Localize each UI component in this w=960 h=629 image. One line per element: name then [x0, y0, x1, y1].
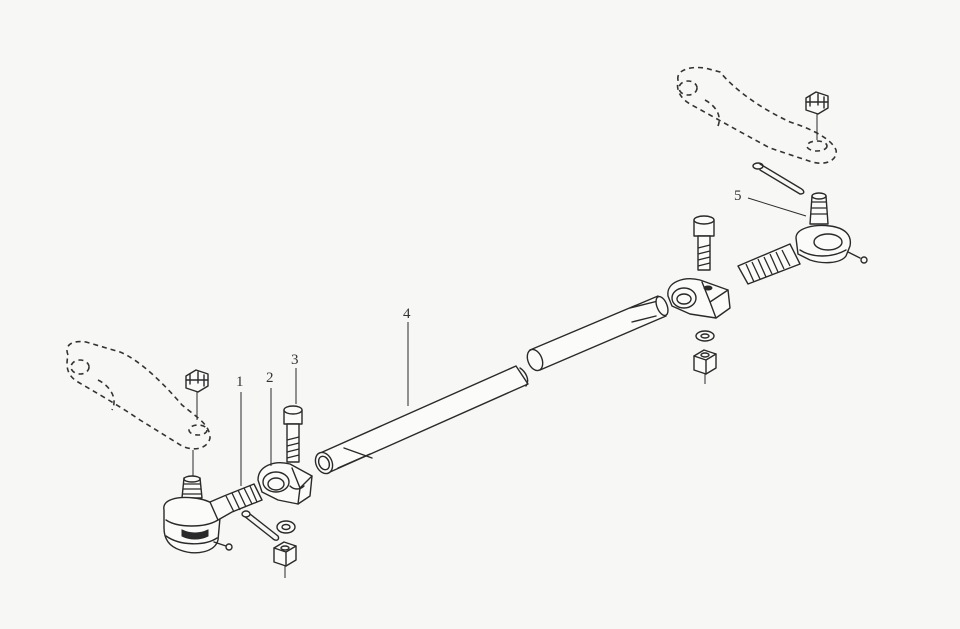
left-tie-rod-end [163, 450, 263, 554]
tie-rod-tube [314, 295, 669, 475]
left-clamp [257, 462, 313, 505]
left-washer [276, 520, 296, 534]
right-washer [695, 330, 715, 342]
left-nut [273, 541, 297, 578]
callout-5: 5 [734, 188, 742, 204]
right-nut [693, 349, 717, 384]
left-castle-nut [185, 369, 209, 420]
right-castle-nut [805, 91, 829, 140]
right-steering-arm-outline [676, 66, 837, 165]
left-cotter-pin [241, 510, 280, 541]
left-steering-arm-outline [66, 340, 211, 450]
callout-2: 2 [266, 370, 274, 386]
callout-4: 4 [403, 306, 411, 322]
callout-1: 1 [236, 374, 244, 390]
right-tie-rod-end [737, 192, 868, 285]
right-clamp [667, 278, 731, 319]
right-clamp-bolt [693, 215, 715, 271]
callout-3: 3 [291, 352, 299, 368]
callout-leaders [240, 197, 807, 486]
right-cotter-pin [752, 162, 805, 195]
left-clamp-bolt [283, 405, 303, 463]
